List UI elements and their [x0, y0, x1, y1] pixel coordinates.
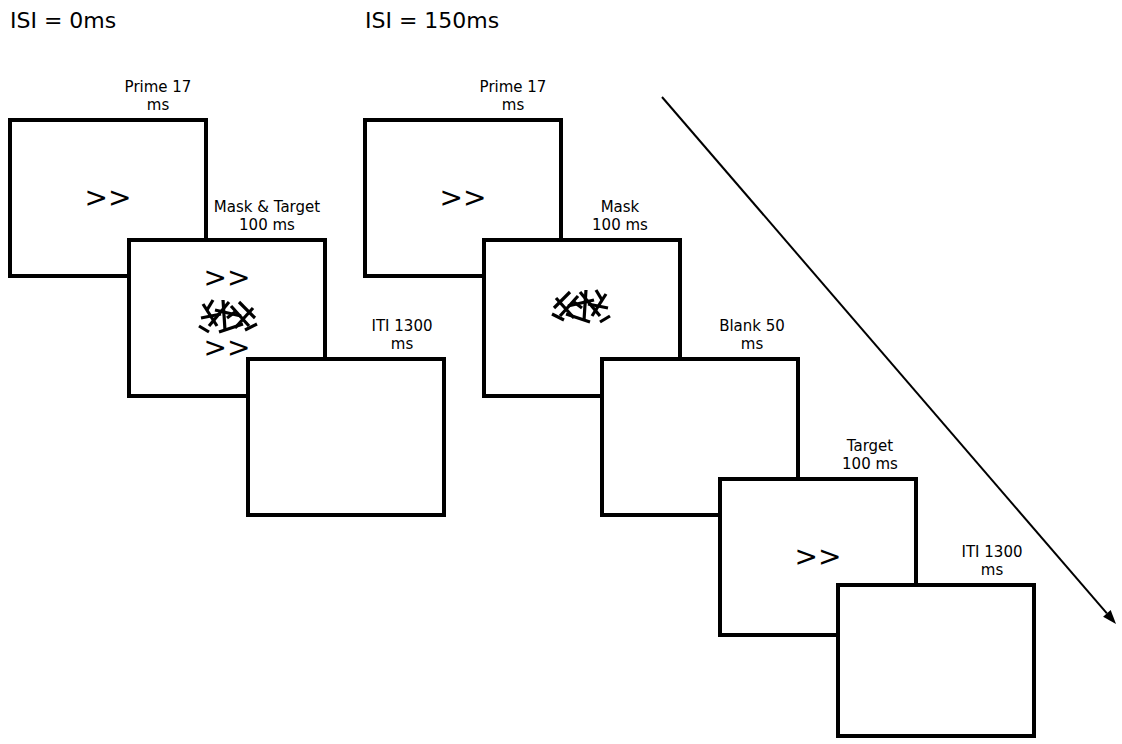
screen-label: ITI 1300 ms: [361, 317, 443, 353]
screen-label: Prime 17 ms: [477, 78, 549, 114]
stimulus-arrows: >>: [722, 543, 914, 571]
screen-label: Target 100 ms: [832, 437, 908, 473]
arrow-head: [1103, 610, 1116, 624]
screen-frame: ITI 1300 ms: [246, 357, 446, 517]
stimulus-arrows: >>: [12, 184, 204, 212]
stimulus-arrows: >>: [131, 334, 323, 362]
screen-label: Blank 50 ms: [716, 317, 788, 353]
screen-label: ITI 1300 ms: [951, 543, 1033, 579]
screen-frame: ITI 1300 ms: [836, 583, 1036, 738]
screen-label: Mask & Target 100 ms: [205, 198, 330, 234]
condition-title: ISI = 150ms: [365, 8, 499, 34]
stimulus-arrows: >>: [131, 264, 323, 292]
screen-label: Mask 100 ms: [584, 198, 656, 234]
screen-label: Prime 17 ms: [122, 78, 194, 114]
condition-title: ISI = 0ms: [10, 8, 116, 34]
mask-pattern: [550, 286, 614, 326]
stimulus-arrows: >>: [367, 184, 559, 212]
mask-pattern: [195, 296, 259, 336]
